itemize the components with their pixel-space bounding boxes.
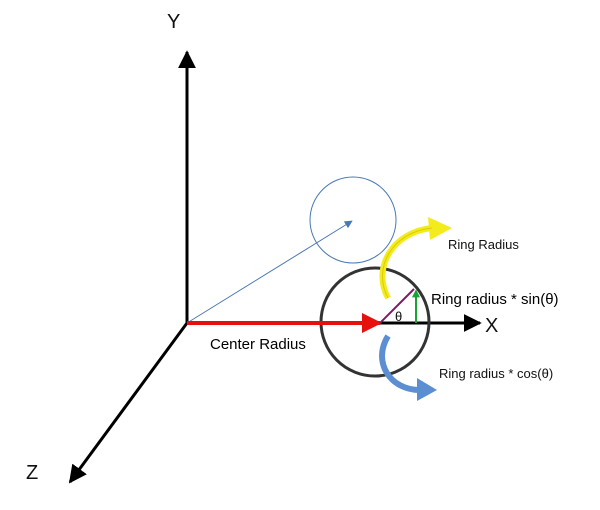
ring-radius-label: Ring Radius	[448, 237, 519, 252]
theta-label: θ	[395, 309, 402, 324]
faint-circle	[309, 176, 397, 264]
blue-curved-arrow	[379, 334, 421, 393]
yellow-arrowhead	[428, 217, 452, 240]
hypotenuse	[379, 288, 415, 324]
yellow-curved-arrow	[379, 225, 433, 300]
z-axis-label: Z	[26, 462, 38, 484]
y-axis-label: Y	[167, 11, 180, 33]
center-radius-label: Center Radius	[210, 336, 306, 353]
z-axis	[68, 322, 189, 484]
ring-cos-label: Ring radius * cos(θ)	[439, 366, 553, 381]
yellow-curved-arrow-outline	[382, 227, 433, 299]
ring-sin-label: Ring radius * sin(θ)	[431, 291, 559, 308]
blue-arrowhead	[417, 378, 437, 401]
x-axis-label: X	[485, 315, 498, 337]
offset-vector	[186, 220, 353, 324]
